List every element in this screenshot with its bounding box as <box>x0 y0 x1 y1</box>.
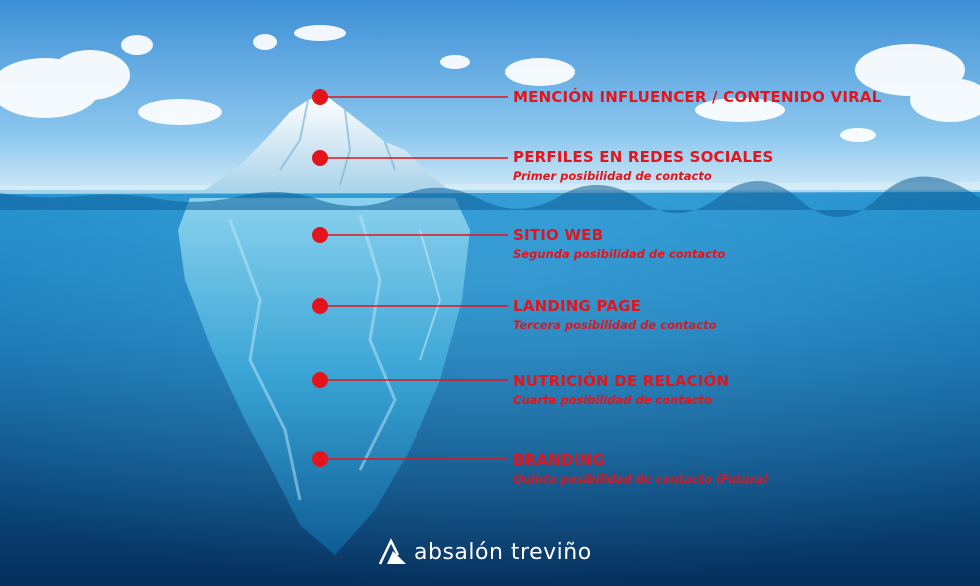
item-title-influencer: MENCIÓN INFLUENCER / CONTENIDO VIRAL <box>513 88 882 106</box>
marker-lines <box>320 96 508 460</box>
brand-logo: absalón treviño <box>378 536 592 568</box>
item-title-landing: LANDING PAGE <box>513 297 642 315</box>
marker-dot <box>312 227 328 243</box>
item-title-nutricion: NUTRICIÓN DE RELACIÓN <box>513 372 730 390</box>
marker-dot <box>312 451 328 467</box>
item-title-sitio: SITIO WEB <box>513 226 604 244</box>
item-subtitle-landing: Tercera posibilidad de contacto <box>513 318 717 332</box>
waves <box>0 176 980 218</box>
item-subtitle-branding: Quinta posibilidad de contacto (Futura) <box>513 472 769 486</box>
item-subtitle-redes: Primer posibilidad de contacto <box>513 169 712 183</box>
triangle-a-logo-icon <box>378 538 406 565</box>
item-subtitle-nutricion: Cuarta posibilidad de contacto <box>513 393 712 407</box>
item-title-redes: PERFILES EN REDES SOCIALES <box>513 148 774 166</box>
marker-dot <box>312 150 328 166</box>
brand-name: absalón treviño <box>414 539 592 565</box>
sky <box>0 0 980 192</box>
item-title-branding: BRANDING <box>513 451 605 469</box>
iceberg-tip <box>205 95 452 192</box>
item-subtitle-sitio: Segunda posibilidad de contacto <box>513 247 726 261</box>
marker-dot <box>312 89 328 105</box>
clouds <box>0 25 980 142</box>
marker-dot <box>312 298 328 314</box>
marker-dot <box>312 372 328 388</box>
